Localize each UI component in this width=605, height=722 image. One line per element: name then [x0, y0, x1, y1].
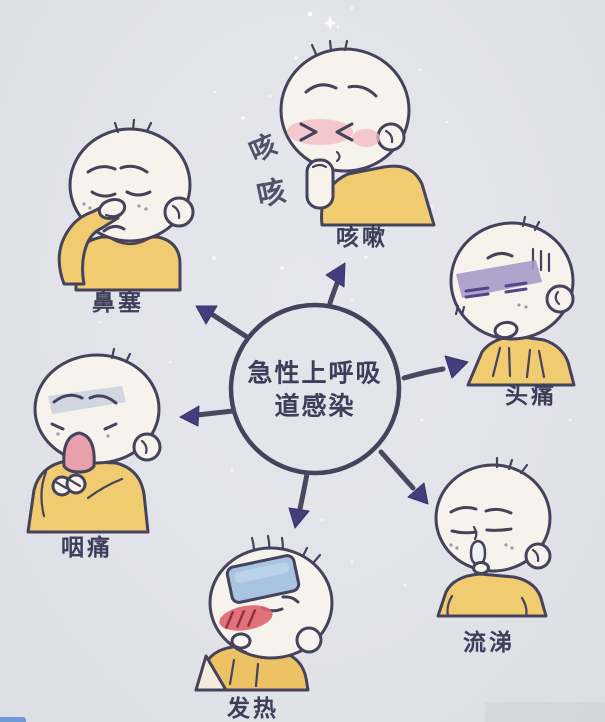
baby-fever-illustration — [194, 534, 334, 692]
symptom-label-cough: 咳嗽 — [336, 225, 388, 251]
central-topic-title: 急性上呼吸 道感染 — [247, 358, 382, 423]
arrow-to-fever-icon — [288, 471, 310, 529]
baby-headache-illustration — [449, 215, 576, 387]
baby-cough-illustration — [279, 39, 436, 227]
arrow-to-headache-icon — [401, 355, 469, 381]
arrow-to-runny-nose-icon — [378, 449, 429, 505]
symptom-label-runny-nose: 流涕 — [463, 630, 515, 656]
symptom-label-fever: 发热 — [227, 696, 279, 722]
central-topic-line1: 急性上呼吸 — [247, 358, 383, 388]
central-topic-circle — [228, 302, 402, 476]
arrow-to-sore-throat-icon — [179, 405, 236, 427]
bottom-left-corner-mark — [0, 717, 26, 722]
central-topic-line2: 道感染 — [274, 391, 356, 420]
radiating-arrows — [179, 262, 469, 529]
baby-nasal-congestion-illustration — [57, 118, 195, 292]
sparkle-dots — [98, 6, 572, 644]
symptom-label-headache: 头痛 — [505, 383, 557, 409]
baby-sore-throat-illustration — [26, 347, 162, 534]
baby-runny-nose-illustration — [434, 456, 552, 618]
arrow-to-nasal-congestion-icon — [195, 305, 250, 340]
symptom-label-sore-throat: 咽痛 — [61, 535, 113, 561]
arrow-to-cough-icon — [325, 262, 346, 306]
bottom-right-shade — [485, 702, 605, 722]
symptom-label-nasal-congestion: 鼻塞 — [92, 290, 144, 316]
